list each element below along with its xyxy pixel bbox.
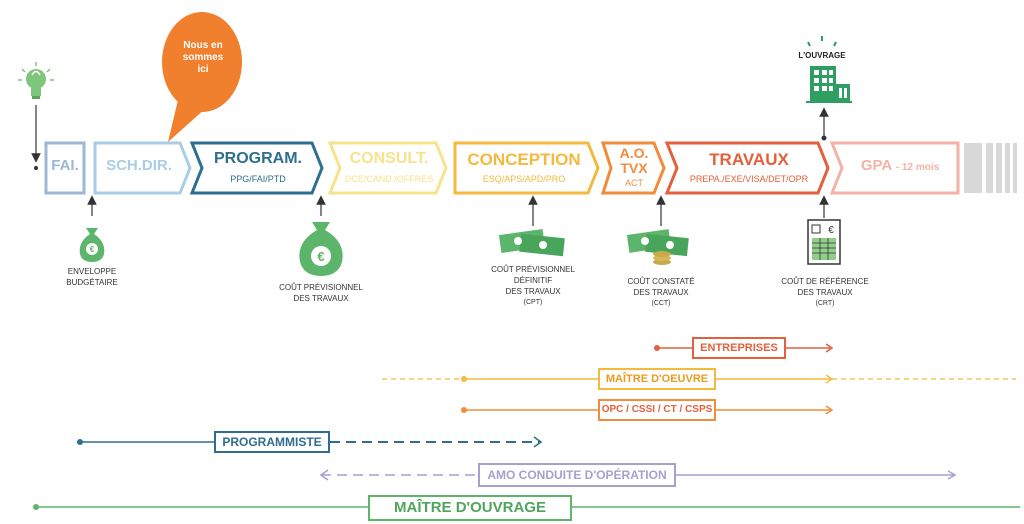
stage-sub-travaux: PREPA./EXE/VISA/DET/OPR [689,174,809,184]
stage-consult [327,141,448,195]
cost-label-cct: COÛT CONSTATÉ DES TRAVAUX (CCT) [627,277,695,307]
callout-text: Nous en sommes ici [182,40,224,75]
role-maitre-ouvrage: MAÎTRE D'OUVRAGE [368,495,572,521]
stage-title-consult: CONSULT. [349,150,429,167]
stage-sub-conception: ESQ/APS/APD/PRO [482,174,566,184]
stage-title-conception: CONCEPTION [467,150,581,169]
stage-title-fai: FAI. [51,157,79,174]
role-programmiste: PROGRAMMISTE [214,431,330,453]
stage-title-program: PROGRAM. [214,150,302,167]
role-amo: AMO CONDUITE D'OPÉRATION [478,463,676,487]
svg-text:€: € [828,225,834,236]
stage-program [189,141,324,195]
stage-title-gpa-suffix: - 12 mois [895,162,940,173]
stage-title-sch-dir: SCH.DIR. [106,157,172,174]
cost-label-enveloppe: ENVELOPPE BUDGÉTAIRE [66,267,118,287]
stage-title-gpa: GPA - 12 mois [842,157,958,174]
building-icon [806,36,852,103]
svg-text:€: € [317,249,324,264]
lightbulb-icon [18,62,54,99]
stage-sub-program: PPG/FAI/PTD [230,174,286,184]
role-maitre-oeuvre: MAÎTRE D'OEUVRE [598,368,716,390]
stage-title-travaux: TRAVAUX [709,150,789,169]
stage-title-tvx: TVX [620,160,648,176]
cost-label-cpt: COÛT PRÉVISIONNEL DÉFINITIF DES TRAVAUX … [491,265,575,306]
cost-label-crt: COÛT DE RÉFÉRENCE DES TRAVAUX (CRT) [781,277,869,307]
stage-title-gpa-main: GPA [860,157,892,174]
callout-bubble [162,12,242,142]
end-bars [964,143,1017,193]
stage-fai [44,141,86,195]
money-bag-icon: € [79,228,105,262]
stage-conception [453,141,600,195]
banknotes-icon [498,229,565,257]
ouvrage-label: L'OUVRAGE [798,51,846,60]
stage-sub-consult: DCE/CAND./OFFRES [344,174,434,184]
stage-travaux [664,141,830,195]
invoice-icon: € [807,219,841,265]
stage-title-ao: A.O. [619,145,649,161]
cost-label-previsionnel: COÛT PRÉVISIONNEL DES TRAVAUX [279,283,363,303]
stage-ao-tvx [600,141,666,195]
role-opc: OPC / CSSI / CT / CSPS [598,399,716,421]
role-entreprises: ENTREPRISES [692,337,786,359]
svg-text:€: € [90,245,95,254]
money-bag-large-icon: € [299,222,343,276]
banknotes-coins-icon [626,229,689,265]
stage-sub-act: ACT [625,178,643,188]
stage-gpa [829,141,960,195]
stage-sch-dir [93,141,192,195]
